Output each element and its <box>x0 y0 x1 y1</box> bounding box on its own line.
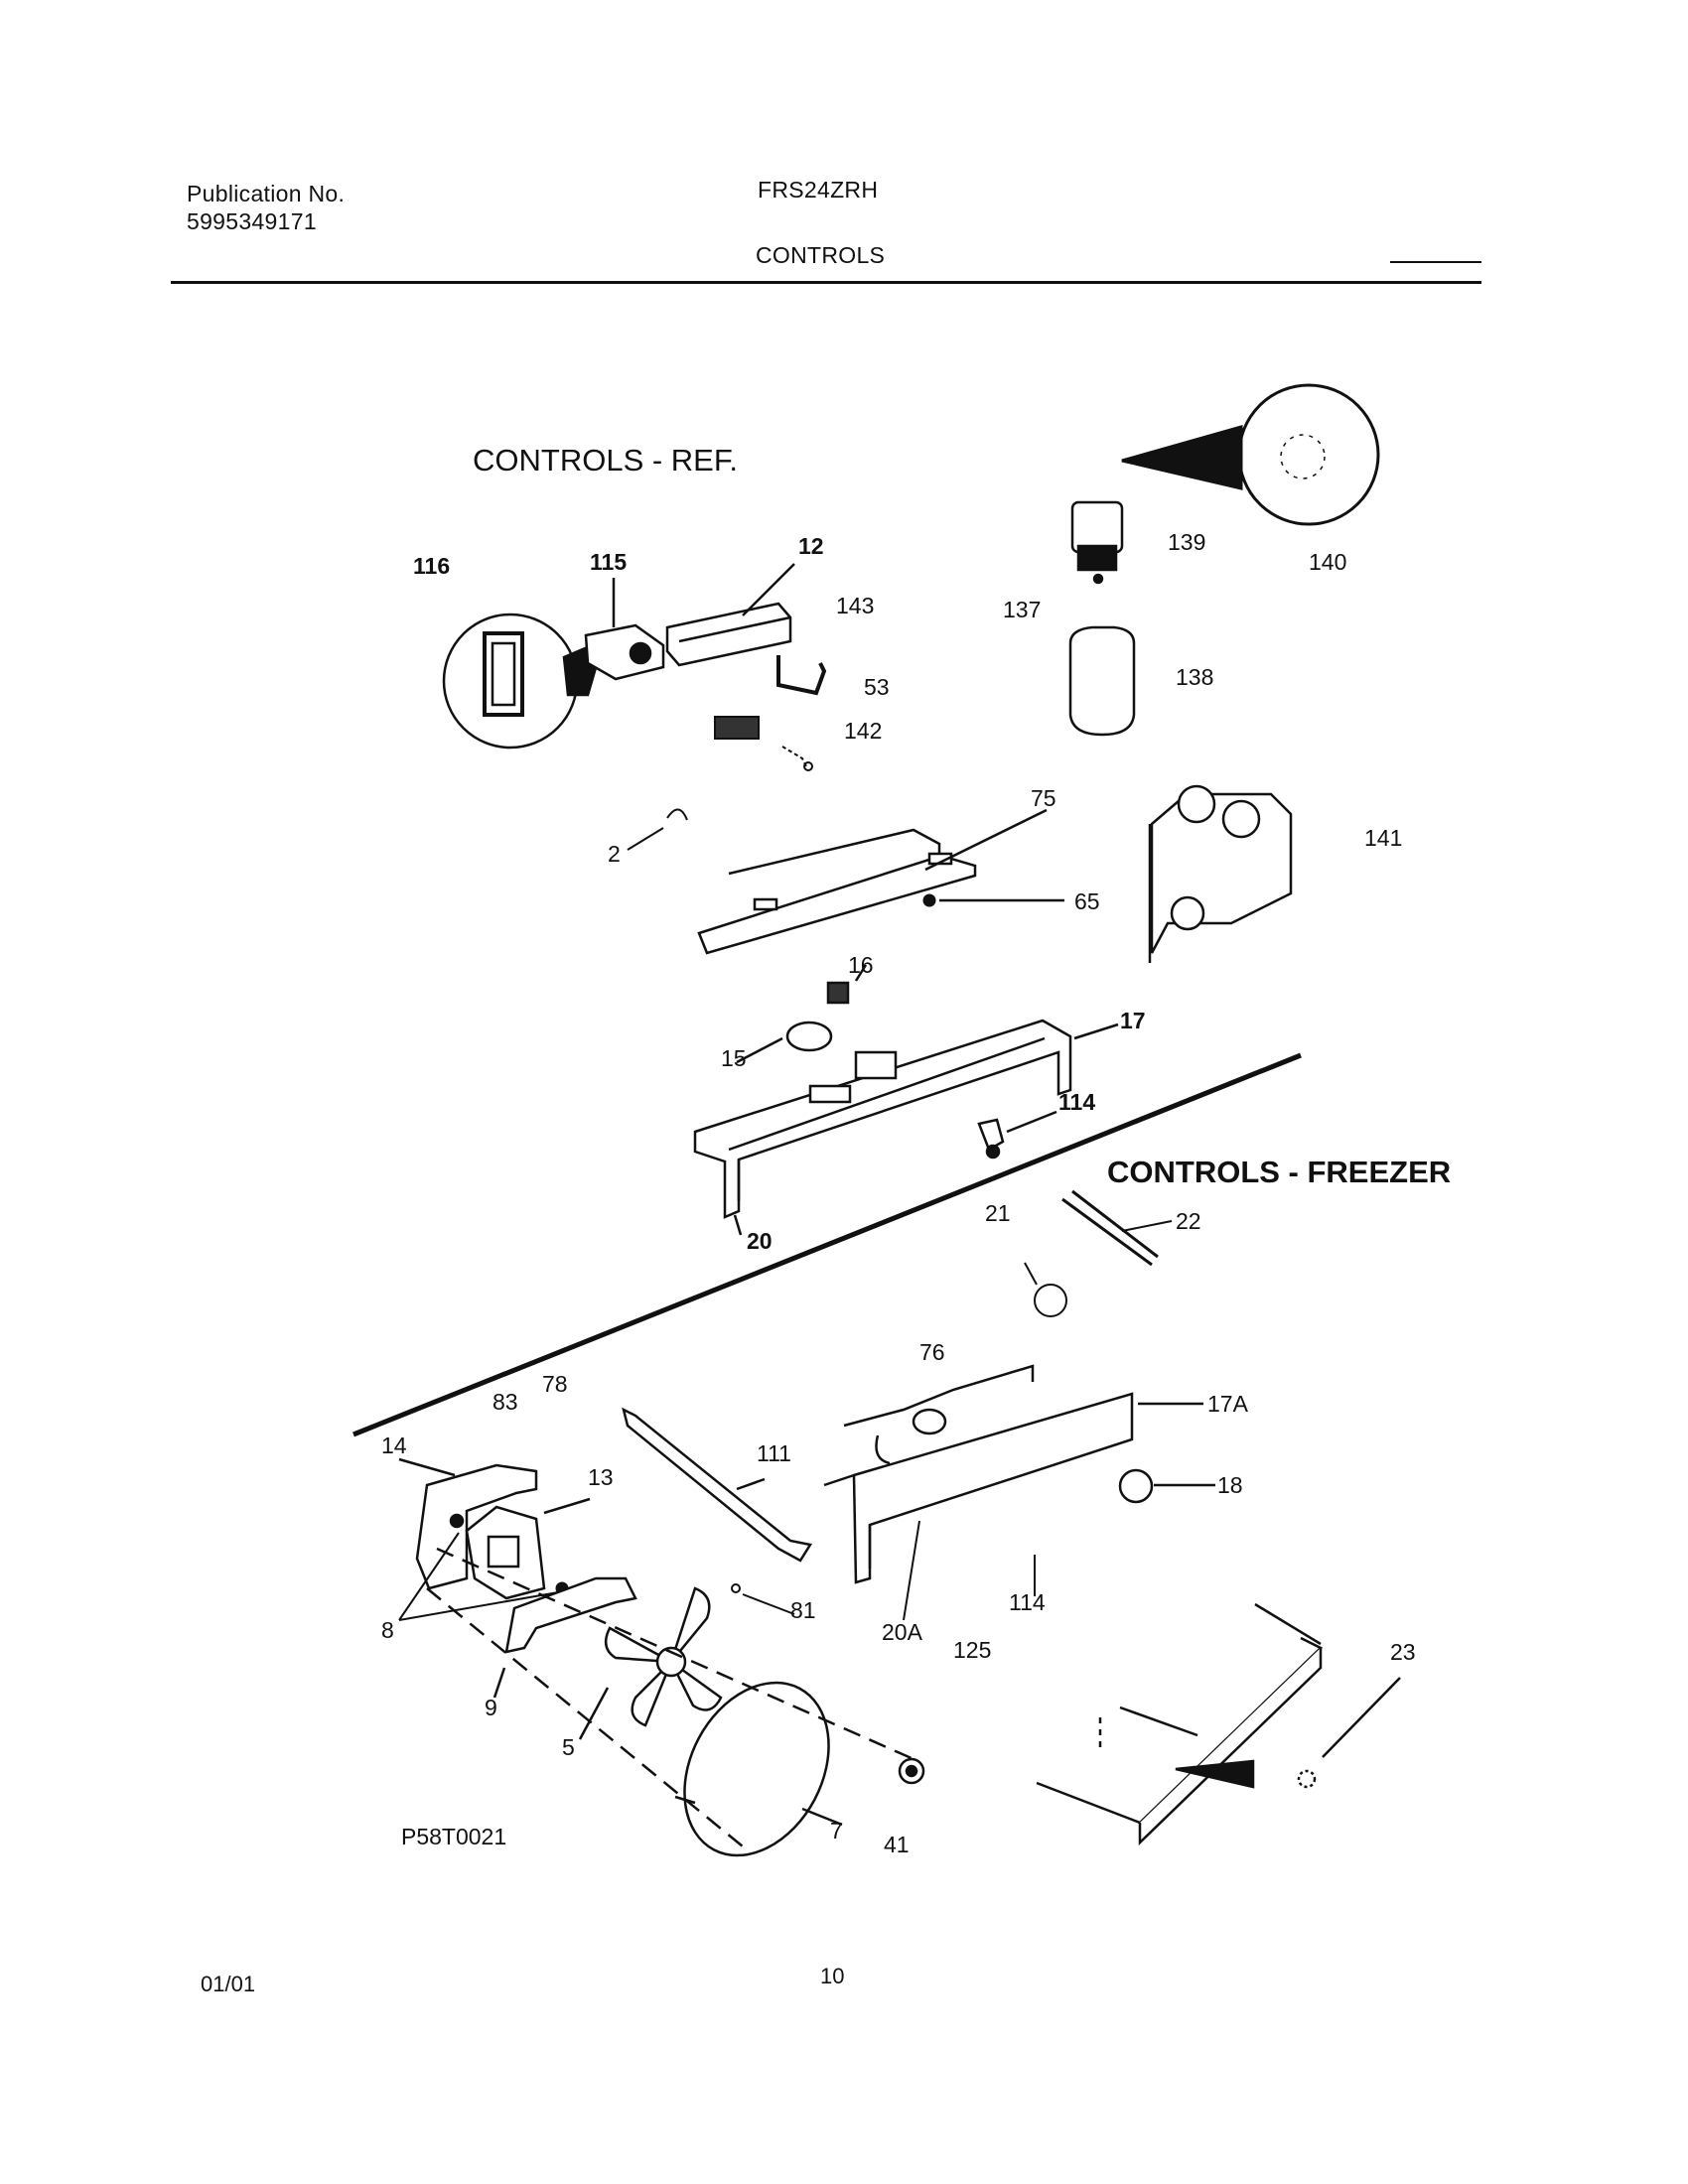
part-116-magnifier <box>442 613 606 750</box>
part-14-bracket <box>398 1457 538 1590</box>
part-15-bulb <box>736 1021 833 1064</box>
callout-17a: 17A <box>1207 1391 1249 1417</box>
fan-axis-line-2 <box>426 1587 744 1847</box>
section-divider-line <box>352 1052 1302 1437</box>
callout-75: 75 <box>1031 785 1056 811</box>
callout-16: 16 <box>848 952 874 978</box>
part-76-lamp <box>875 1408 947 1465</box>
part-9-bracket <box>492 1576 637 1699</box>
callout-21: 21 <box>985 1200 1011 1226</box>
callout-114-ref: 114 <box>1058 1089 1095 1115</box>
part-140-magnifier <box>1121 383 1380 526</box>
part-12-housing <box>665 563 795 667</box>
publication-label: Publication No. <box>187 181 346 206</box>
callout-20: 20 <box>747 1228 773 1254</box>
callout-143: 143 <box>836 593 874 618</box>
callout-23: 23 <box>1390 1639 1416 1665</box>
part-125-cover <box>1036 1602 1401 1845</box>
footer-date: 01/01 <box>201 1972 256 1996</box>
callout-116: 116 <box>413 553 450 579</box>
callout-137: 137 <box>1003 597 1041 622</box>
callout-20a: 20A <box>882 1619 923 1645</box>
header-rule-short <box>1390 261 1481 263</box>
part-22-capillary <box>1061 1189 1173 1267</box>
part-17a-housing <box>823 1364 1203 1584</box>
callout-2: 2 <box>608 841 621 867</box>
callout-15: 15 <box>721 1045 747 1071</box>
callout-81: 81 <box>790 1597 816 1623</box>
part-75-cover <box>697 808 1048 955</box>
part-2-socket <box>627 808 688 851</box>
part-111-brace <box>622 1407 813 1563</box>
page-number: 10 <box>820 1964 845 1988</box>
part-142-coil <box>714 716 813 771</box>
part-17-housing <box>693 1019 1119 1236</box>
callout-5: 5 <box>562 1734 575 1760</box>
part-5-fan-blade <box>578 1586 723 1740</box>
callout-140: 140 <box>1309 549 1346 575</box>
callout-114-freezer: 114 <box>1009 1589 1046 1615</box>
part-41-screw <box>898 1757 925 1785</box>
section-title-freezer: CONTROLS - FREEZER <box>1107 1155 1451 1189</box>
callout-111: 111 <box>757 1440 791 1466</box>
part-21-knob <box>1024 1262 1067 1317</box>
callout-13: 13 <box>588 1464 614 1490</box>
callout-83: 83 <box>492 1389 518 1415</box>
callout-14: 14 <box>381 1433 407 1458</box>
part-18-knob <box>1118 1468 1215 1504</box>
callout-9: 9 <box>485 1695 497 1720</box>
model-number: FRS24ZRH <box>758 177 879 203</box>
callout-17: 17 <box>1120 1008 1146 1033</box>
publication-number: 5995349171 <box>187 208 317 234</box>
part-141-valve <box>1148 784 1293 963</box>
part-65-screw <box>922 893 1064 907</box>
part-13-motor <box>465 1497 591 1600</box>
callout-65: 65 <box>1074 888 1100 914</box>
part-115-control <box>584 578 665 681</box>
callout-53: 53 <box>864 674 890 700</box>
callout-8: 8 <box>381 1617 394 1643</box>
part-138-filter <box>1068 625 1136 737</box>
part-114-ref-screw <box>977 1110 1057 1160</box>
callout-18: 18 <box>1217 1472 1243 1498</box>
callout-78: 78 <box>542 1371 568 1397</box>
header-rule <box>171 281 1481 284</box>
callout-115: 115 <box>590 549 627 575</box>
section-title-ref: CONTROLS - REF. <box>473 443 738 478</box>
callout-12: 12 <box>798 533 824 559</box>
figure-code: P58T0021 <box>401 1824 506 1849</box>
callout-138: 138 <box>1176 664 1213 690</box>
part-53-bracket <box>776 655 827 696</box>
callout-7: 7 <box>830 1818 843 1843</box>
section-title: CONTROLS <box>756 242 886 268</box>
part-81-screw <box>731 1583 741 1593</box>
fan-axis-line <box>436 1547 914 1761</box>
part-16-socket <box>826 964 868 1005</box>
part-139-filter-cap <box>1070 500 1124 585</box>
callout-41: 41 <box>884 1832 910 1857</box>
callout-141: 141 <box>1364 825 1402 851</box>
callout-76: 76 <box>919 1339 945 1365</box>
callout-142: 142 <box>844 718 882 744</box>
part-20a-leader <box>903 1520 920 1621</box>
callout-139: 139 <box>1168 529 1205 555</box>
callout-22: 22 <box>1176 1208 1201 1234</box>
callout-125: 125 <box>953 1637 991 1663</box>
